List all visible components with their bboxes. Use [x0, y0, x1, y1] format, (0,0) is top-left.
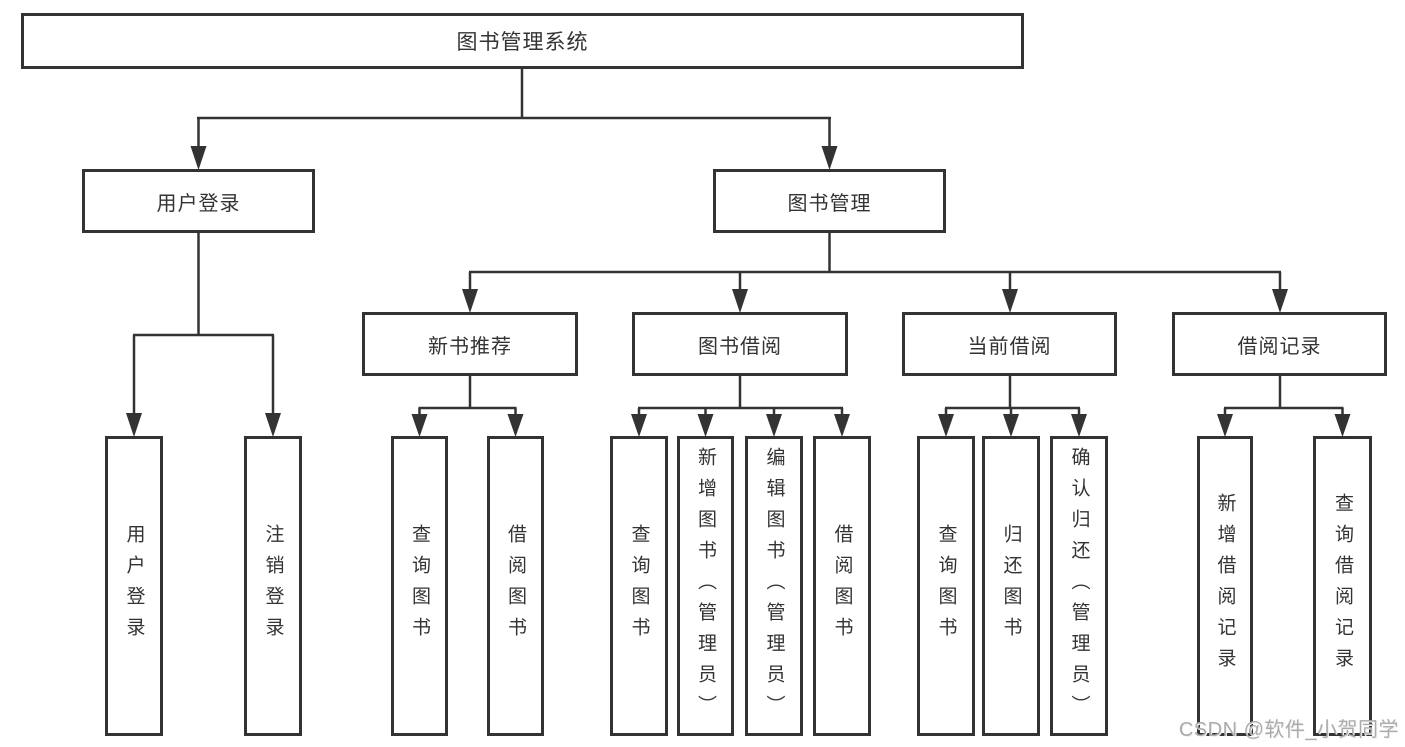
node-label: 查询借阅记录 — [1332, 493, 1353, 679]
node-label: 查询图书 — [628, 524, 650, 648]
connector-user-login — [126, 233, 281, 437]
node-leaf-borrow-books-2: 借阅图书 — [813, 436, 871, 736]
node-leaf-borrow-books-1: 借阅图书 — [487, 436, 544, 736]
node-root-label: 图书管理系统 — [456, 31, 589, 54]
node-label: 查询图书 — [935, 524, 957, 648]
node-leaf-add-book-admin: 新增图书（管理员） — [677, 436, 734, 736]
node-label: 新增图书（管理员） — [695, 446, 716, 726]
node-leaf-add-borrow-record: 新增借阅记录 — [1197, 436, 1253, 736]
connector-book-management — [462, 233, 1288, 313]
node-label: 归还图书 — [1000, 524, 1022, 648]
node-leaf-return-books: 归还图书 — [982, 436, 1040, 736]
node-leaf-query-books-3: 查询图书 — [917, 436, 975, 736]
node-leaf-query-books-1: 查询图书 — [391, 436, 448, 736]
node-label: 新书推荐 — [428, 335, 512, 358]
node-label: 图书管理 — [787, 192, 872, 215]
node-label: 借阅图书 — [505, 524, 526, 648]
node-user-login: 用户登录 — [82, 169, 315, 233]
node-label: 新增借阅记录 — [1214, 493, 1236, 679]
connector-root — [190, 69, 838, 170]
node-book-management: 图书管理 — [713, 169, 946, 233]
node-leaf-edit-book-admin: 编辑图书（管理员） — [745, 436, 803, 736]
connector-new-book — [411, 376, 524, 437]
node-label: 用户登录 — [156, 192, 241, 215]
node-borrow-records: 借阅记录 — [1172, 312, 1387, 376]
node-label: 查询图书 — [409, 524, 430, 648]
node-leaf-user-login: 用户登录 — [105, 436, 163, 736]
node-new-book-recommend: 新书推荐 — [362, 312, 578, 376]
node-label: 用户登录 — [123, 524, 145, 648]
node-leaf-confirm-return-admin: 确认归还（管理员） — [1050, 436, 1108, 736]
node-current-borrow: 当前借阅 — [902, 312, 1117, 376]
node-label: 编辑图书（管理员） — [763, 446, 785, 726]
node-label: 当前借阅 — [967, 335, 1052, 358]
connector-borrow-records — [1217, 376, 1351, 437]
node-root: 图书管理系统 — [21, 13, 1024, 69]
node-label: 借阅记录 — [1237, 335, 1322, 358]
node-label: 借阅图书 — [831, 524, 853, 648]
node-leaf-query-books-2: 查询图书 — [610, 436, 668, 736]
connector-book-borrow — [631, 376, 850, 437]
connector-current-borrow — [938, 376, 1087, 437]
node-label: 注销登录 — [262, 524, 284, 648]
node-label: 确认归还（管理员） — [1068, 446, 1090, 726]
node-leaf-logout: 注销登录 — [244, 436, 302, 736]
node-book-borrow: 图书借阅 — [632, 312, 848, 376]
node-label: 图书借阅 — [698, 335, 782, 358]
node-leaf-query-borrow-record: 查询借阅记录 — [1313, 436, 1372, 736]
